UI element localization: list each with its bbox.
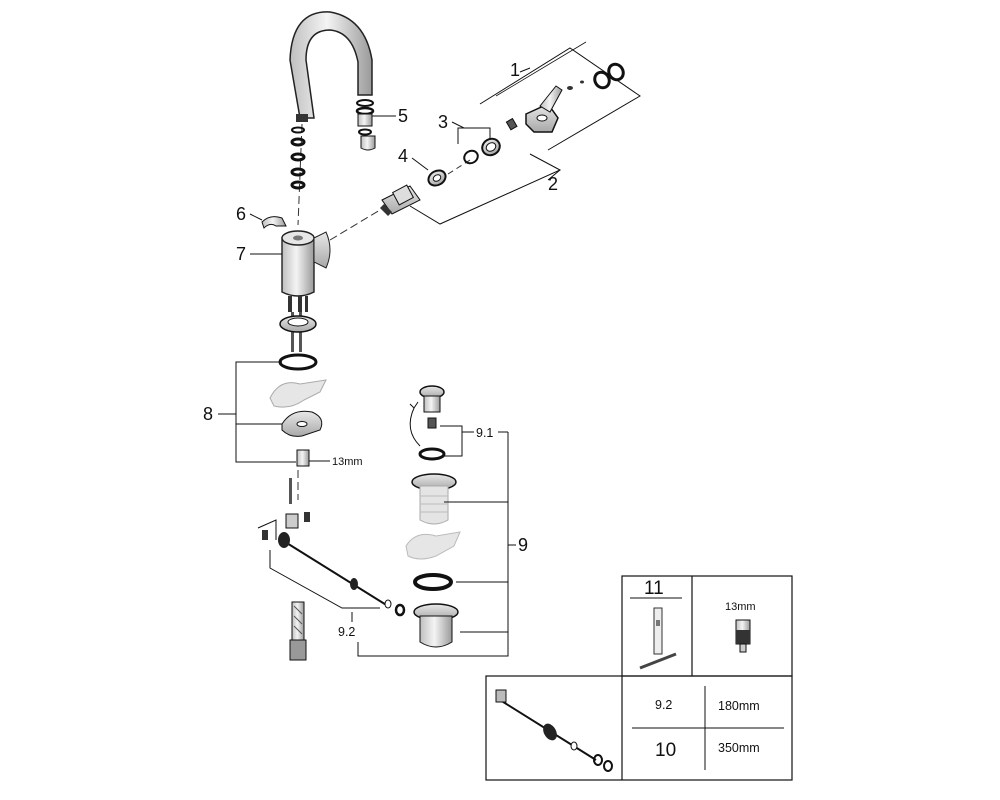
lift-rod-icon <box>495 689 613 772</box>
callout-8: 8 <box>203 404 213 424</box>
connection-hose <box>289 601 307 661</box>
lift-rod-linkage <box>262 512 406 617</box>
wrench-size: 13mm <box>725 601 756 613</box>
bracket-9-2 <box>269 550 380 609</box>
callout-2: 2 <box>548 174 558 194</box>
rod-lengths-table <box>485 675 793 781</box>
callout-9-2: 9.2 <box>338 625 355 639</box>
bracket-1 <box>479 47 641 151</box>
retaining-clip <box>261 216 287 229</box>
leader-6 <box>249 213 263 221</box>
axis-line <box>329 209 381 241</box>
spout <box>289 11 373 122</box>
leader-4 <box>411 157 429 171</box>
bracket-8 <box>235 361 296 463</box>
leader-2 <box>547 169 561 181</box>
callout-4: 4 <box>398 146 408 166</box>
callout-6: 6 <box>236 204 246 224</box>
callout-5: 5 <box>398 106 408 126</box>
callout-7: 7 <box>236 244 246 264</box>
bracket-3 <box>457 127 491 144</box>
pop-up-plug <box>409 385 446 461</box>
mounting-set <box>269 353 327 504</box>
tool-number: 11 <box>644 578 664 599</box>
leader-3 <box>451 121 465 129</box>
spout-seal-rings <box>290 126 306 190</box>
row-code-10: 10 <box>655 740 676 761</box>
row-length-180: 180mm <box>718 699 760 713</box>
lever-handle-set <box>505 62 625 133</box>
bracket-2 <box>409 153 562 225</box>
callout-3: 3 <box>438 112 448 132</box>
callout-9: 9 <box>518 535 528 555</box>
waste-body <box>405 473 461 648</box>
hex-nut-icon <box>735 619 751 653</box>
callout-9-1: 9.1 <box>476 426 493 440</box>
nut-size-13mm: 13mm <box>332 456 363 468</box>
row-length-350: 350mm <box>718 741 760 755</box>
faucet-body <box>281 230 331 312</box>
cover-seal-set <box>463 137 501 165</box>
base-flange <box>279 315 317 333</box>
bracket-9-1 <box>440 425 463 457</box>
bracket-9 <box>357 432 509 657</box>
leader-1 <box>519 67 531 73</box>
cartridge <box>380 184 421 216</box>
row-code-9-2: 9.2 <box>655 698 672 712</box>
bracket-1-line <box>495 41 587 97</box>
aerator-set <box>355 99 376 151</box>
wrench-icon <box>639 607 677 670</box>
callout-1: 1 <box>510 60 520 80</box>
